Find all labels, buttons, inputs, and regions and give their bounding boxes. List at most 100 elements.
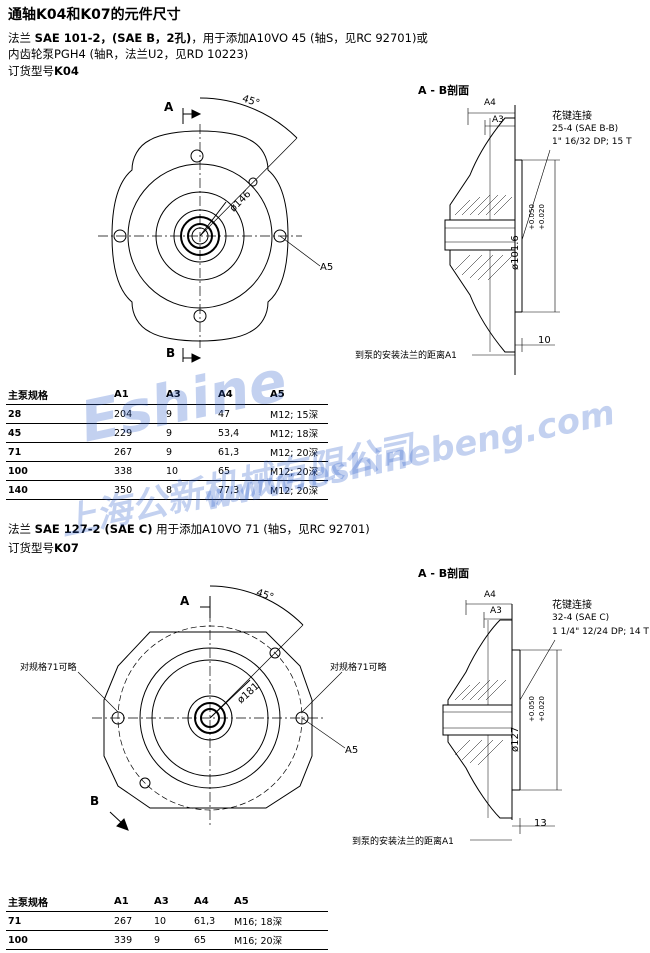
section2-label-a: A: [180, 594, 190, 608]
section1-a4-label: A4: [484, 98, 496, 108]
section1-a5-label: A5: [320, 262, 334, 273]
section1-spline-title: 花键连接: [552, 111, 592, 122]
section1-hole-top: [190, 149, 204, 163]
table-cell: 9: [164, 423, 216, 443]
table-cell: 9: [164, 404, 216, 424]
section2-hole-left: [111, 711, 125, 725]
section1-tol-lower: +0.020: [538, 204, 546, 230]
table-cell: 350: [112, 480, 164, 500]
section2-tol-upper: +0.050: [528, 696, 536, 722]
table-cell: 9: [164, 442, 216, 462]
section2-spec-table: 主泵规格 A1 A3 A4 A5 71 267 10 61,3 M16; 18深…: [6, 893, 328, 950]
table-row: 100 339 9 65 M16; 20深: [6, 930, 328, 950]
section1-label-a: A: [164, 100, 174, 114]
section1-flange-outline: [111, 130, 289, 342]
section2-circle-mid: [151, 659, 269, 777]
section1-order: 订货型号K04: [8, 63, 79, 79]
section1-hole-left: [113, 229, 127, 243]
section1-line1-prefix: 法兰: [8, 31, 35, 45]
section1-spline-1: 25-4 (SAE B-B): [552, 124, 619, 134]
table-cell: M12; 20深: [268, 461, 328, 481]
section2-profile: [447, 604, 513, 820]
table-cell: 61,3: [216, 442, 268, 462]
table-cell: 53,4: [216, 423, 268, 443]
section2-order: 订货型号K07: [8, 540, 79, 556]
table-cell: M16; 18深: [232, 911, 328, 931]
section2-circle-hub: [194, 702, 226, 734]
section1-circle-hub: [180, 216, 220, 256]
table-cell: M12; 20深: [268, 480, 328, 500]
table-cell: 9: [152, 930, 192, 950]
section2-circle-outer: [139, 647, 281, 789]
table-cell: 338: [112, 461, 164, 481]
section2-note-right: 对规格71可略: [330, 663, 387, 673]
section2-bore-label: ø127: [510, 726, 521, 752]
section1-distance-note: 到泵的安装法兰的距离A1: [355, 351, 457, 361]
section1-order-prefix: 订货型号: [8, 64, 54, 78]
table-header-cell: A1: [112, 893, 152, 912]
section2-line1-bold: SAE 127-2 (SAE C): [34, 522, 153, 536]
table-header-row: 主泵规格 A1 A3 A4 A5: [6, 386, 328, 405]
table-row: 28 204 9 47 M12; 15深: [6, 404, 328, 424]
section1-hole-right: [273, 229, 287, 243]
section1-circle-bore: [187, 223, 213, 249]
section2-ab-label: A - B剖面: [418, 567, 470, 580]
section1-line2: 内齿轮泵PGH4 (轴R，法兰U2，见RD 10223): [8, 47, 249, 61]
section2-tol-lower: +0.020: [538, 696, 546, 722]
table-header-cell: A4: [216, 386, 268, 405]
section2-line1: 法兰 SAE 127-2 (SAE C) 用于添加A10VO 71 (轴S，见R…: [8, 521, 370, 537]
table-cell: 8: [164, 480, 216, 500]
page-title: 通轴K04和K07的元件尺寸: [8, 7, 181, 23]
section2-spline-title: 花键连接: [552, 600, 592, 611]
table-cell: 77,3: [216, 480, 268, 500]
table-cell: 65: [192, 930, 232, 950]
section2-a4-label: A4: [484, 590, 496, 600]
table-cell: 267: [112, 911, 152, 931]
section1-line1: 法兰 SAE 101-2，(SAE B，2孔)，用于添加A10VO 45 (轴S…: [8, 30, 428, 46]
section2-circle-bore: [200, 708, 220, 728]
section2-dim-13: 13: [534, 818, 547, 829]
table-cell: 61,3: [192, 911, 232, 931]
section1-hole-bottom: [193, 309, 207, 323]
section2-note-left: 对规格71可略: [20, 663, 77, 673]
section1-bore-label: ø101.6: [510, 235, 521, 270]
section1-circle-spline: [191, 227, 209, 245]
table-header-cell: 主泵规格: [6, 893, 112, 912]
table-cell: 65: [216, 461, 268, 481]
table-cell: 45: [6, 423, 112, 443]
table-cell: 71: [6, 911, 112, 931]
table-cell: 267: [112, 442, 164, 462]
section2-hole-tr: [269, 647, 281, 659]
table-row: 140 350 8 77,3 M12; 20深: [6, 480, 328, 500]
table-cell: 229: [112, 423, 164, 443]
section1-profile: [449, 105, 516, 375]
section2-circle-inner: [187, 695, 233, 741]
table-row: 100 338 10 65 M12; 20深: [6, 461, 328, 481]
section2-flange-outline: [103, 631, 313, 809]
section1-order-code: K04: [54, 64, 79, 78]
table-cell: M16; 20深: [232, 930, 328, 950]
table-cell: 47: [216, 404, 268, 424]
table-row: 45 229 9 53,4 M12; 18深: [6, 423, 328, 443]
table-cell: 339: [112, 930, 152, 950]
table-cell: 100: [6, 930, 112, 950]
section1-line1-suffix: ，用于添加A10VO 45 (轴S，见RC 92701)或: [191, 31, 428, 45]
section1-a3-label: A3: [492, 115, 504, 125]
section1-circle-outer: [127, 163, 273, 309]
table-cell: 71: [6, 442, 112, 462]
table-cell: 204: [112, 404, 164, 424]
table-header-cell: A5: [268, 386, 328, 405]
table-header-row: 主泵规格 A1 A3 A4 A5: [6, 893, 328, 912]
section1-dim-10: 10: [538, 335, 551, 346]
section2-spline-2: 1 1/4" 12/24 DP; 14 T: [552, 627, 649, 637]
table-header-cell: A3: [152, 893, 192, 912]
table-cell: 28: [6, 404, 112, 424]
table-header-cell: 主泵规格: [6, 386, 112, 405]
section2-distance-note: 到泵的安装法兰的距离A1: [352, 837, 454, 847]
section2-hole-right: [295, 711, 309, 725]
section1-spline-2: 1" 16/32 DP; 15 T: [552, 137, 632, 147]
section1-label-b: B: [166, 346, 176, 360]
table-row: 71 267 9 61,3 M12; 20深: [6, 442, 328, 462]
section2-a3-label: A3: [490, 606, 502, 616]
section2-hole-bl: [139, 777, 151, 789]
